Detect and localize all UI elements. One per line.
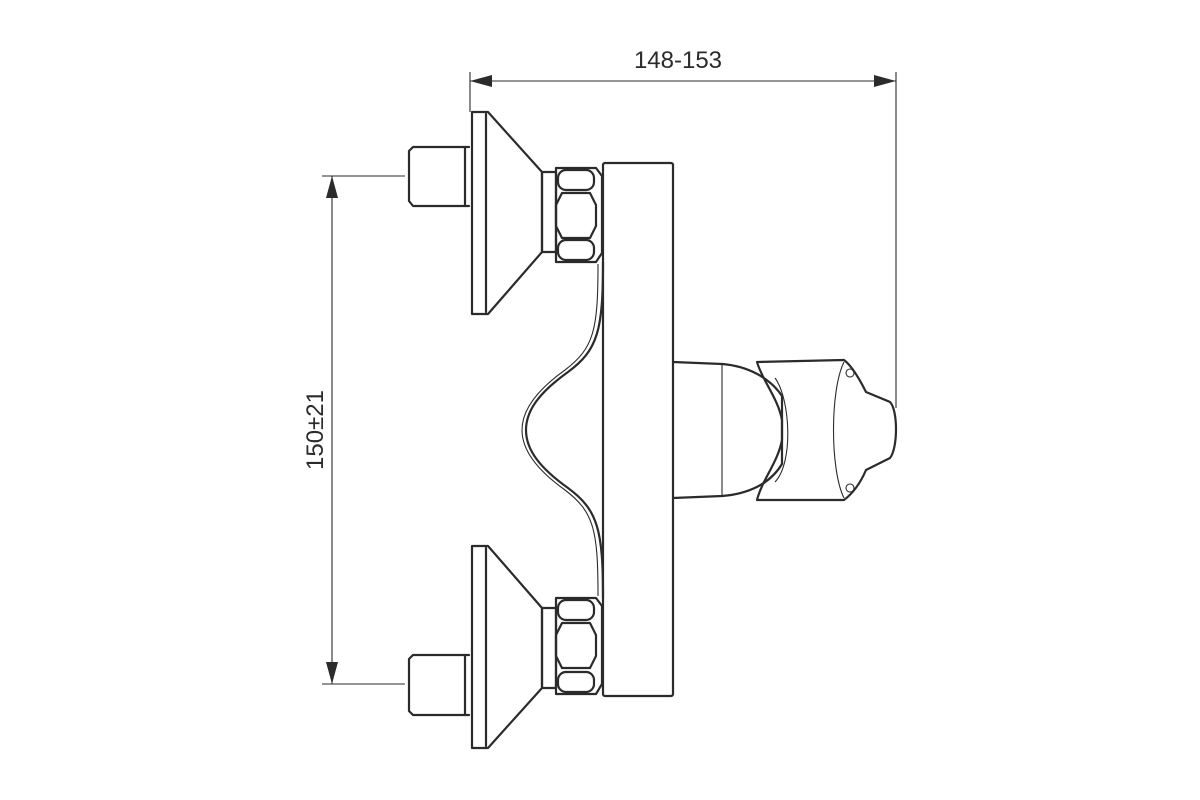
width-dimension: 148-153: [469, 47, 897, 408]
top-connector: [407, 110, 604, 316]
body-wave-outline: [524, 260, 605, 600]
height-arrow-top: [326, 176, 338, 198]
width-dimension-label: 148-153: [634, 47, 722, 74]
bottom-nut-face-upper: [556, 598, 596, 622]
top-collar: [540, 170, 558, 254]
top-pipe-stub: [407, 145, 471, 208]
width-arrow-right: [874, 75, 896, 87]
top-nut-face-middle: [554, 191, 598, 240]
bottom-nut-face-middle: [554, 621, 598, 670]
width-arrow-left: [470, 75, 492, 87]
bottom-collar: [540, 606, 558, 690]
lever-handle: [671, 358, 898, 502]
handle-screw-bottom: [845, 483, 855, 493]
body-block: [601, 161, 675, 698]
handle-cap-curve: [774, 377, 789, 483]
bottom-nut-face-lower: [556, 670, 596, 694]
height-dimension-label: 150±21: [302, 390, 329, 470]
height-arrow-bottom: [326, 662, 338, 684]
top-nut-face-upper: [556, 168, 596, 192]
bottom-flange: [470, 544, 544, 750]
handle-cap: [755, 358, 898, 502]
top-flange: [470, 110, 544, 316]
bottom-connector: [407, 544, 604, 750]
height-dimension: 150±21: [302, 175, 405, 685]
bottom-pipe-stub: [407, 653, 471, 717]
mixer-body: [521, 161, 675, 698]
top-nut-face-lower: [556, 238, 596, 262]
body-wave-inner: [521, 263, 599, 597]
handle-screw-top: [845, 368, 855, 378]
handle-cap-edge: [832, 361, 845, 499]
